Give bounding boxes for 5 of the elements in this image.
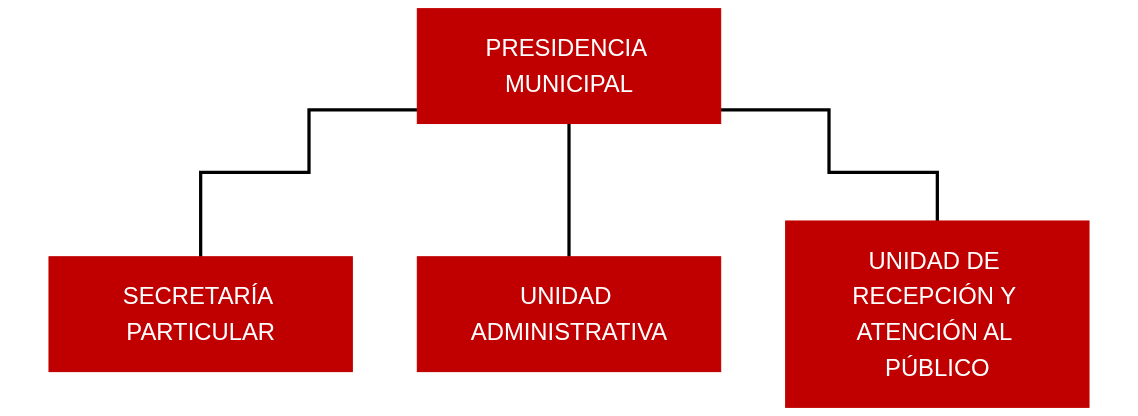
connector bbox=[720, 108, 939, 223]
node-box: UNIDAD ADMINISTRATIVA bbox=[416, 256, 722, 373]
node-box: SECRETARÍA PARTICULAR bbox=[48, 256, 353, 373]
node-box: UNIDAD DE RECEPCIÓN Y ATENCIÓN AL PÚBLICO bbox=[785, 220, 1090, 408]
node-box: PRESIDENCIA MUNICIPAL bbox=[416, 8, 722, 125]
